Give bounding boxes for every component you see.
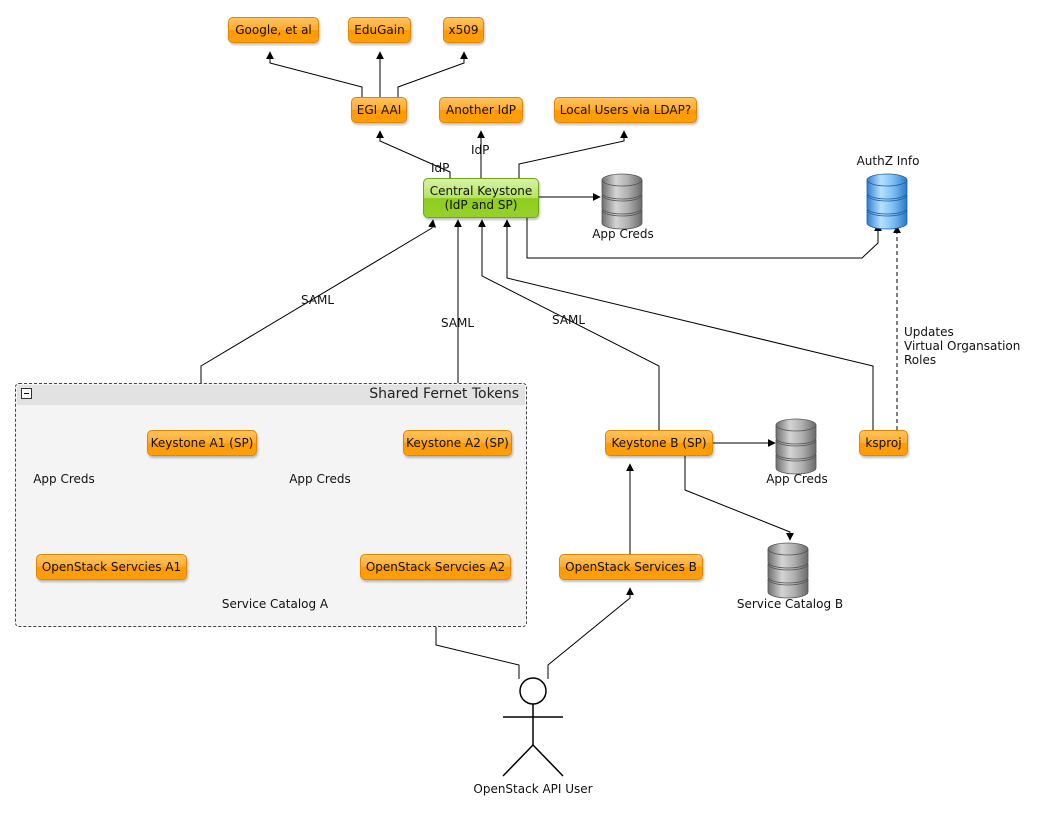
edge-ksproj-central <box>503 219 874 430</box>
edge-central-authz <box>526 218 882 259</box>
node-keystone-a1[interactable]: Keystone A1 (SP) <box>147 430 257 456</box>
node-edugain-label: EduGain <box>354 23 405 37</box>
node-x509-label: x509 <box>448 23 479 37</box>
node-egi-aai-label: EGI AAI <box>356 103 402 117</box>
app-creds-b-db-icon <box>775 418 817 475</box>
central-keystone-line2: (IdP and SP) <box>444 198 518 212</box>
edge-label-saml-a1: SAML <box>301 293 335 307</box>
node-openstack-b-label: OpenStack Services B <box>565 560 697 574</box>
edge-label-saml-a2: SAML <box>441 316 475 330</box>
edge-label-updates-3: Roles <box>904 353 937 367</box>
app-creds-central-db-icon <box>601 173 643 230</box>
node-egi-aai[interactable]: EGI AAI <box>351 97 407 123</box>
db-app-creds-central-label: App Creds <box>592 227 654 241</box>
db-service-catalog-a-label: Service Catalog A <box>221 597 329 611</box>
node-ksproj[interactable]: ksproj <box>859 430 908 456</box>
group-header: Shared Fernet Tokens <box>17 385 525 405</box>
shared-fernet-tokens-group: Shared Fernet Tokens <box>15 383 527 627</box>
node-keystone-a2-label: Keystone A2 (SP) <box>406 436 509 450</box>
authz-info-db-icon <box>866 173 908 230</box>
edge-label-updates-1: Updates <box>904 325 954 339</box>
collapse-icon[interactable] <box>21 388 32 399</box>
node-another-idp-label: Another IdP <box>446 103 516 117</box>
actor-label: OpenStack API User <box>473 782 593 796</box>
edge-central-egi <box>376 130 451 178</box>
node-local-users-label: Local Users via LDAP? <box>559 103 692 117</box>
edge-label-saml-b: SAML <box>552 313 586 327</box>
db-app-creds-a1-label: App Creds <box>33 472 95 486</box>
edge-actor-svc-b <box>547 587 634 679</box>
node-openstack-b[interactable]: OpenStack Services B <box>559 554 703 580</box>
edge-egi-x509 <box>397 51 468 97</box>
node-openstack-a1-label: OpenStack Servcies A1 <box>41 560 182 574</box>
db-service-catalog-b-label: Service Catalog B <box>736 597 844 611</box>
central-keystone-line1: Central Keystone <box>429 184 533 198</box>
db-app-creds-b-label: App Creds <box>766 472 828 486</box>
node-keystone-a2[interactable]: Keystone A2 (SP) <box>403 430 512 456</box>
node-keystone-b[interactable]: Keystone B (SP) <box>605 430 713 456</box>
db-app-creds-a2-label: App Creds <box>289 472 351 486</box>
service-catalog-b-db-icon <box>767 542 809 599</box>
edge-label-idp-egi: IdP <box>431 161 450 175</box>
node-another-idp[interactable]: Another IdP <box>439 97 523 123</box>
actor-icon <box>502 677 564 777</box>
edge-central-local <box>518 130 628 178</box>
node-keystone-b-label: Keystone B (SP) <box>611 436 707 450</box>
node-openstack-a2-label: OpenStack Servcies A2 <box>365 560 506 574</box>
node-local-users[interactable]: Local Users via LDAP? <box>554 97 697 123</box>
node-openstack-a1[interactable]: OpenStack Servcies A1 <box>36 554 187 580</box>
edge-egi-google <box>266 51 363 97</box>
node-keystone-a1-label: Keystone A1 (SP) <box>150 436 254 450</box>
edge-b-central <box>478 219 660 430</box>
node-google-label: Google, et al <box>235 23 312 37</box>
node-x509[interactable]: x509 <box>443 17 484 43</box>
edge-b-catalog <box>684 456 794 541</box>
node-google[interactable]: Google, et al <box>228 17 319 43</box>
node-openstack-a2[interactable]: OpenStack Servcies A2 <box>360 554 511 580</box>
node-central-keystone[interactable]: Central Keystone (IdP and SP) <box>423 178 539 218</box>
edge-label-idp-another: IdP <box>471 143 490 157</box>
group-title: Shared Fernet Tokens <box>369 386 519 402</box>
node-ksproj-label: ksproj <box>865 436 902 450</box>
db-authz-info-label: AuthZ Info <box>856 154 920 168</box>
node-edugain[interactable]: EduGain <box>348 17 411 43</box>
edge-label-updates-2: Virtual Organsation <box>904 339 1021 353</box>
